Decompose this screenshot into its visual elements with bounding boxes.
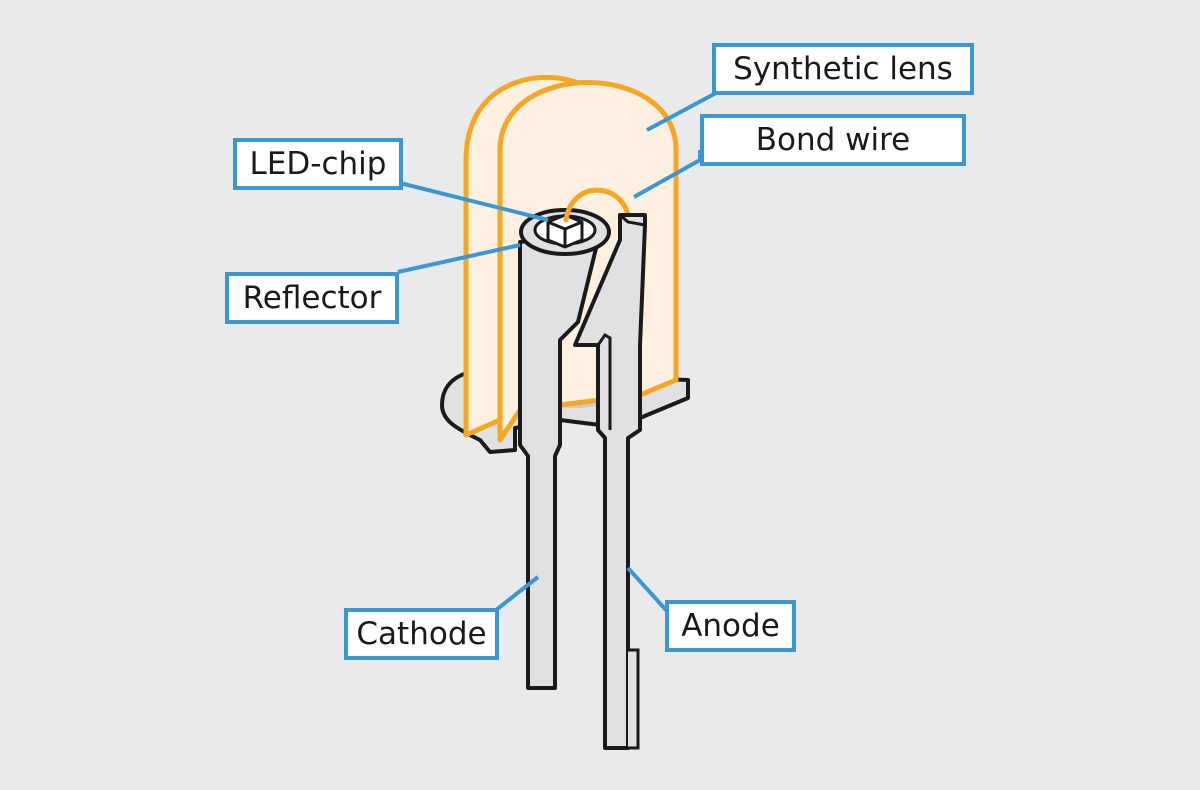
leader-reflector	[397, 243, 521, 274]
label-cathode: Cathode	[344, 608, 499, 660]
label-cathode-text: Cathode	[356, 615, 487, 652]
label-synthetic-lens: Synthetic lens	[712, 43, 974, 95]
label-reflector: Reflector	[225, 272, 399, 324]
leader-led-chip	[399, 181, 549, 222]
leader-anode	[626, 566, 668, 612]
label-bond-wire-text: Bond wire	[755, 121, 911, 158]
label-led-chip-text: LED-chip	[249, 145, 387, 182]
label-anode-text: Anode	[681, 607, 780, 644]
leader-synthetic-lens	[646, 91, 717, 132]
label-led-chip: LED-chip	[233, 138, 403, 190]
label-bond-wire: Bond wire	[700, 114, 966, 166]
leader-cathode	[494, 575, 540, 612]
label-anode: Anode	[665, 600, 796, 652]
bond-wire	[563, 187, 631, 223]
label-synthetic-lens-text: Synthetic lens	[733, 50, 953, 87]
label-reflector-text: Reflector	[242, 279, 382, 316]
anode-post	[573, 213, 647, 750]
cathode-post	[518, 230, 602, 690]
